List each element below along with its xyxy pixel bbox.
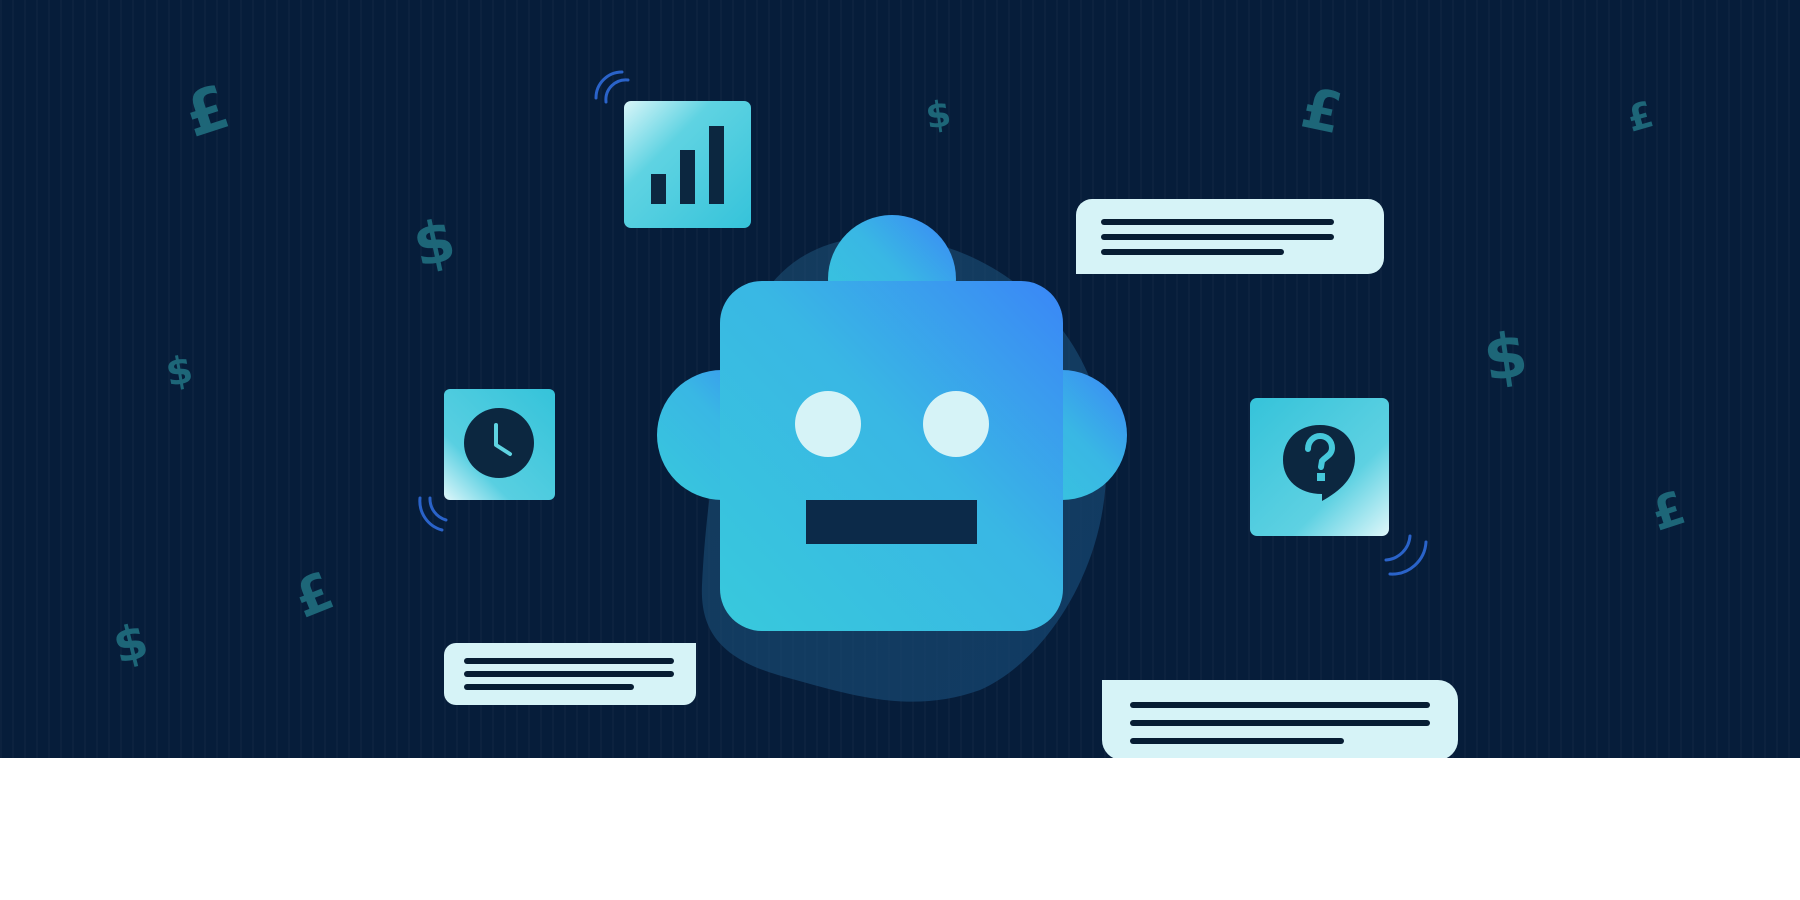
question-tile <box>1250 398 1389 536</box>
robot-left-eye <box>795 391 861 457</box>
hero-illustration: £ $ $ £ $ £ $ £ $ £ <box>0 0 1800 758</box>
signal-waves-icon <box>594 70 630 104</box>
clock-tile <box>444 389 555 500</box>
message-bubble <box>1102 680 1458 758</box>
white-footer-area <box>0 758 1800 900</box>
robot-head <box>720 281 1063 631</box>
message-bubble <box>1076 199 1384 274</box>
question-bubble-icon <box>1283 425 1355 501</box>
bar-chart-tile <box>624 101 751 228</box>
clock-icon <box>464 408 534 478</box>
signal-waves-icon <box>1384 534 1428 576</box>
message-bubble <box>444 643 696 705</box>
robot-right-eye <box>923 391 989 457</box>
bar-chart-icon <box>651 126 724 204</box>
signal-waves-icon <box>418 496 448 532</box>
robot-mouth <box>806 500 977 544</box>
robot-icon <box>657 215 1127 702</box>
